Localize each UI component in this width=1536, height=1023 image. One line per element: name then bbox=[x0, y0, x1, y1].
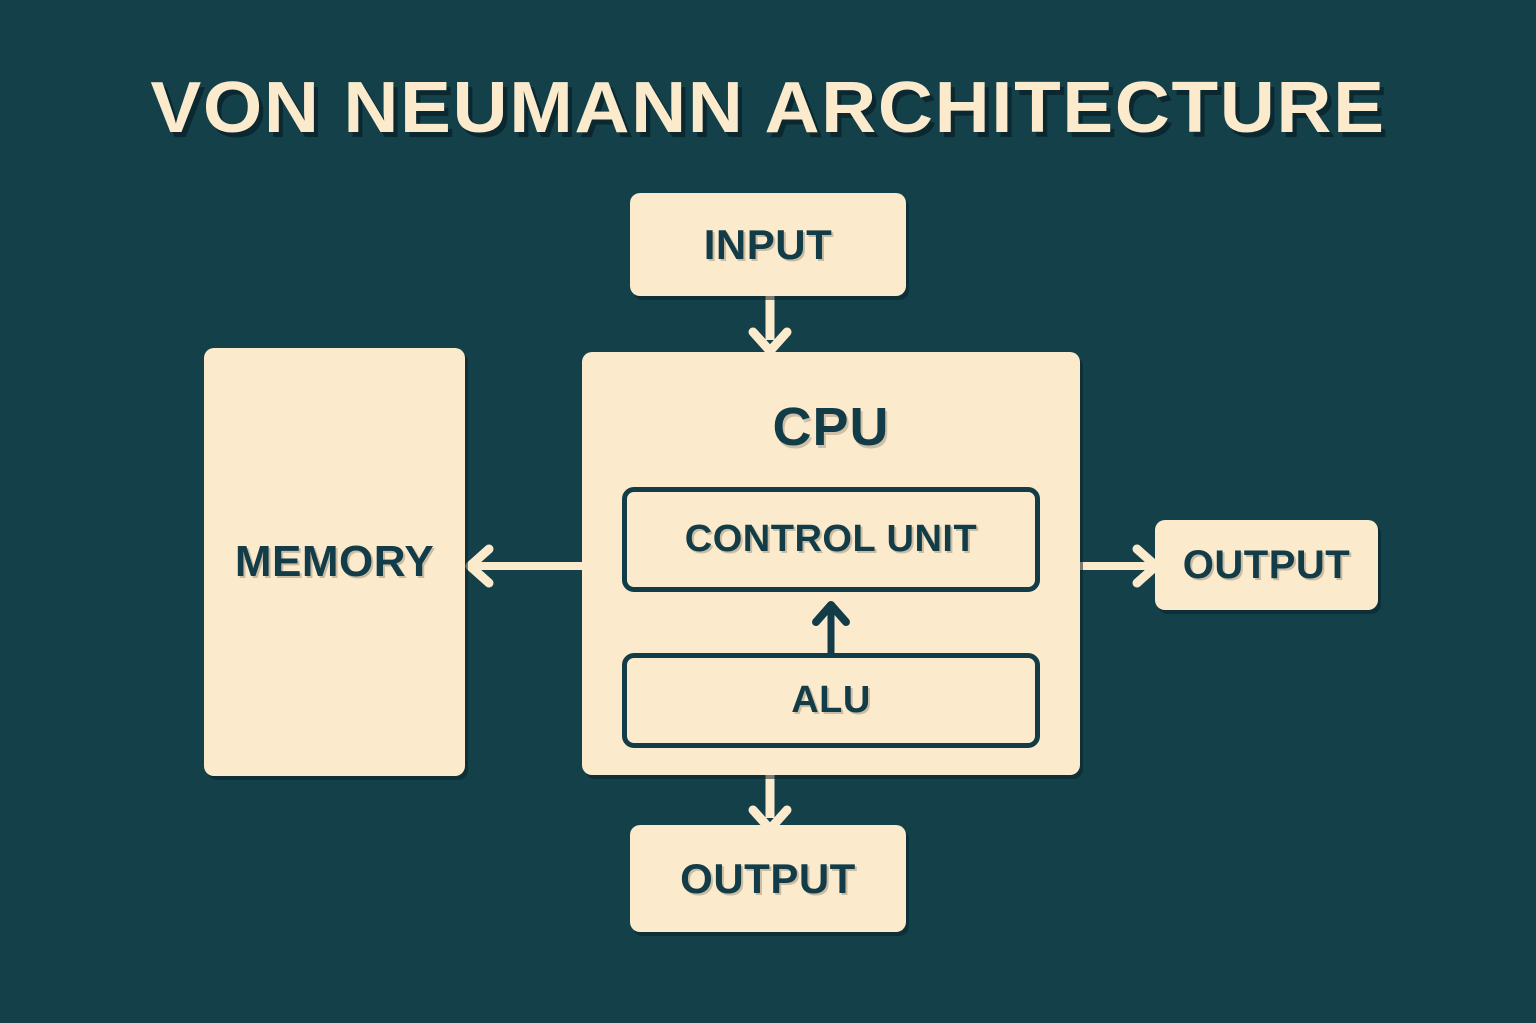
memory-label: MEMORY bbox=[234, 537, 435, 586]
arrow-input-to-cpu bbox=[748, 294, 792, 356]
cpu-block[interactable]: CPU CONTROL UNIT ALU bbox=[582, 352, 1080, 775]
output-right-label: OUTPUT bbox=[1182, 542, 1351, 587]
control-unit-label: CONTROL UNIT bbox=[684, 518, 978, 560]
arrow-alu-to-control-unit bbox=[812, 601, 850, 654]
input-label: INPUT bbox=[703, 220, 833, 268]
control-unit-block[interactable]: CONTROL UNIT bbox=[622, 487, 1040, 592]
output-bottom-label: OUTPUT bbox=[680, 854, 856, 902]
alu-label: ALU bbox=[791, 679, 871, 721]
arrow-cpu-to-output-right bbox=[1074, 544, 1161, 588]
arrow-cpu-to-memory bbox=[465, 544, 590, 588]
memory-block[interactable]: MEMORY bbox=[204, 348, 465, 776]
output-bottom-block[interactable]: OUTPUT bbox=[630, 825, 906, 932]
alu-block[interactable]: ALU bbox=[622, 653, 1040, 748]
page-title: VON NEUMANN ARCHITECTURE bbox=[150, 68, 1386, 148]
output-right-block[interactable]: OUTPUT bbox=[1155, 520, 1378, 610]
cpu-label: CPU bbox=[772, 397, 890, 457]
input-block[interactable]: INPUT bbox=[630, 193, 906, 296]
